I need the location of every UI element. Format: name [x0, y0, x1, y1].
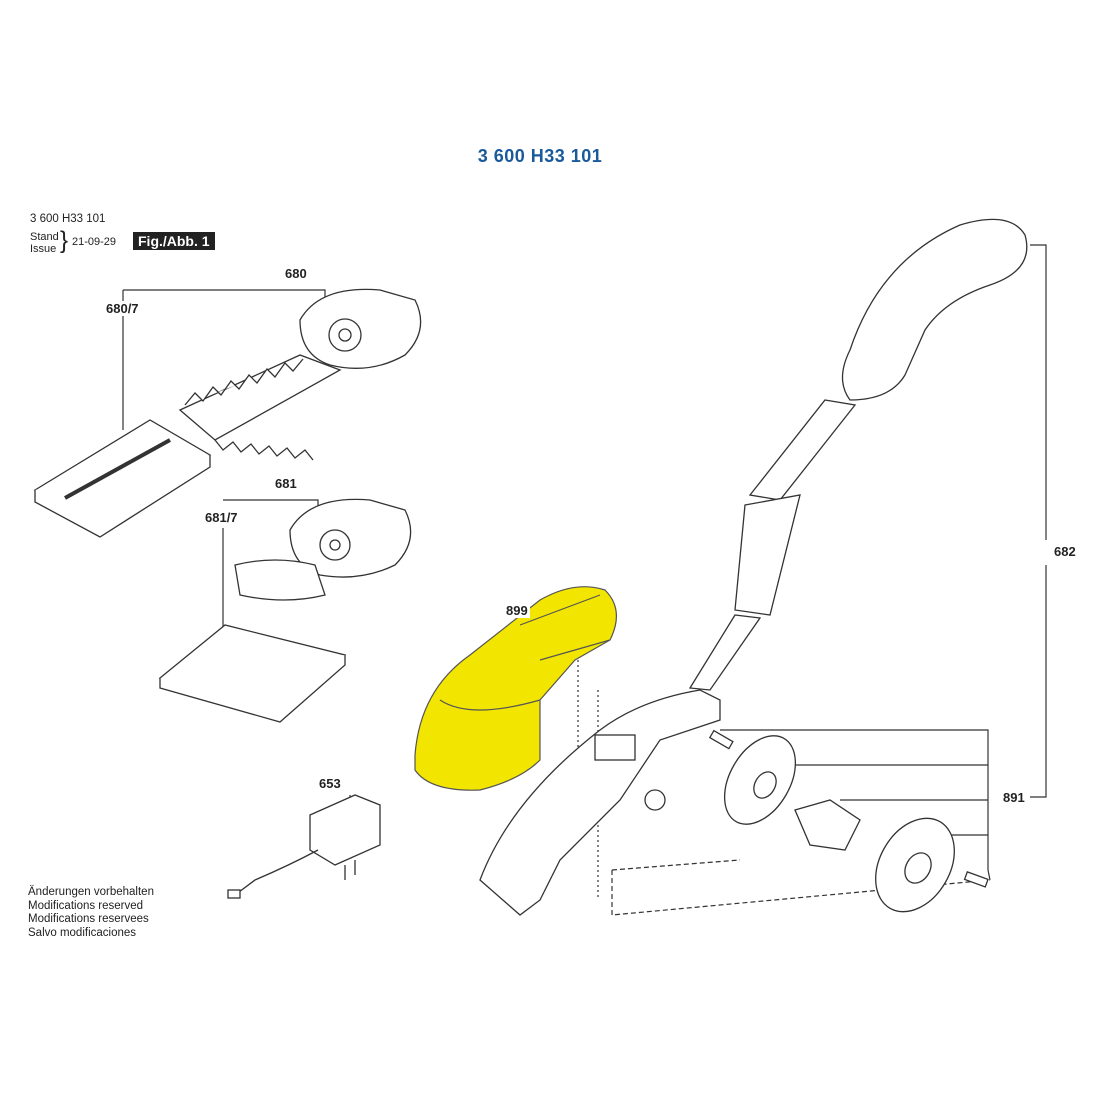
- charger-653: [227, 794, 381, 899]
- callout-653: 653: [317, 776, 343, 791]
- diagram-title: 3 600 H33 101: [477, 146, 603, 166]
- telescopic-handle-682: [479, 218, 1028, 916]
- hedge-blade-680: [33, 288, 422, 538]
- stand-label: Stand: [30, 231, 59, 243]
- note-de: Änderungen vorbehalten: [28, 886, 154, 898]
- grass-blade-681: [158, 498, 412, 723]
- callout-899: 899: [504, 603, 530, 618]
- housing-899-highlighted: [414, 586, 617, 791]
- callout-681: 681: [273, 476, 299, 491]
- issue-date: 21-09-29: [72, 236, 117, 248]
- callout-682: 682: [1052, 544, 1078, 559]
- issue-label: Issue: [30, 243, 57, 255]
- brace: }: [60, 227, 69, 254]
- wheel-kit-891: [708, 729, 989, 913]
- callout-681-7: 681/7: [203, 510, 240, 525]
- leader-682: [1030, 244, 1047, 798]
- leader-dashed: [611, 859, 991, 916]
- note-en: Modifications reserved: [28, 899, 144, 912]
- callout-680-7: 680/7: [104, 301, 141, 316]
- note-fr: Modifications reservees: [28, 913, 149, 925]
- modification-notes: Änderungen vorbehalten Modifications res…: [28, 886, 154, 940]
- figure-label: Fig./Abb. 1: [133, 232, 215, 250]
- note-es: Salvo modificaciones: [28, 926, 137, 939]
- stand-issue-label: Stand Issue: [30, 231, 59, 255]
- part-number: 3 600 H33 101: [30, 213, 106, 225]
- callout-680: 680: [283, 266, 309, 281]
- callout-891: 891: [1001, 790, 1027, 805]
- leader-891: [720, 729, 991, 881]
